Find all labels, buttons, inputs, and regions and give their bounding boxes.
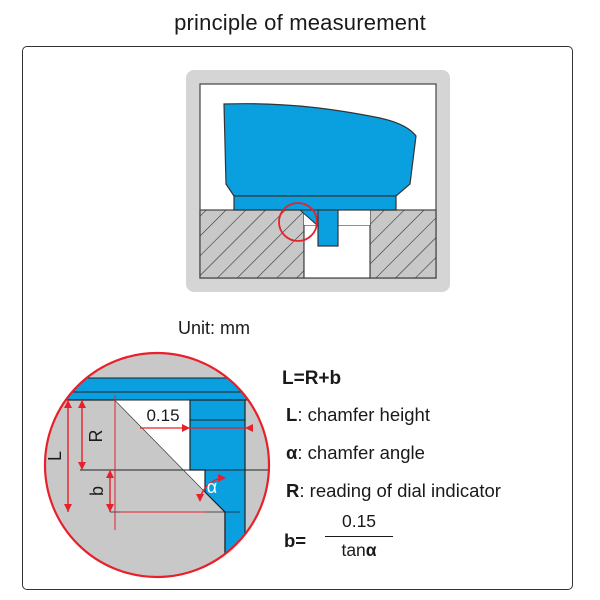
b-formula-lhs: b= <box>284 530 307 551</box>
gauge-body <box>223 103 417 197</box>
content-frame <box>22 46 573 590</box>
label-R: R <box>86 430 106 443</box>
legend-item-R: R: reading of dial indicator <box>286 480 501 502</box>
detail-circle-outline <box>43 351 271 579</box>
legend-item-L: L: chamfer height <box>286 404 430 426</box>
label-b: b <box>87 486 107 496</box>
legend-symbol: R <box>286 480 300 501</box>
main-formula: L=R+b <box>282 368 342 389</box>
b-formula-denominator: tanα <box>327 540 391 561</box>
gauge-contact <box>298 209 319 228</box>
gauge-base <box>233 195 397 211</box>
label-alpha: α <box>207 477 217 497</box>
gauge-probe <box>317 209 339 247</box>
detail-gauge-bar <box>45 377 269 393</box>
workpiece-right-hatch <box>370 210 436 278</box>
legend-symbol: L <box>286 404 298 425</box>
label-L: L <box>45 451 65 461</box>
workpiece-left-hatch <box>200 210 304 278</box>
unit-label: Unit: mm <box>178 318 250 338</box>
denominator-prefix: tan <box>341 540 366 560</box>
setup-schematic <box>186 70 450 292</box>
legend-symbol: α <box>286 442 298 463</box>
detail-marker-circle <box>278 202 318 242</box>
b-formula-numerator: 0.15 <box>341 511 377 531</box>
detail-view: L R b 0.15 α <box>43 351 271 579</box>
fraction-bar <box>325 536 393 537</box>
denominator-symbol: α <box>365 540 377 560</box>
legend-item-alpha: α: chamfer angle <box>286 442 425 464</box>
legend-text: : reading of dial indicator <box>299 480 501 501</box>
page-title: principle of measurement <box>174 10 426 35</box>
label-offset: 0.15 <box>146 406 179 425</box>
legend-text: : chamfer angle <box>297 442 425 463</box>
legend-text: : chamfer height <box>297 404 430 425</box>
